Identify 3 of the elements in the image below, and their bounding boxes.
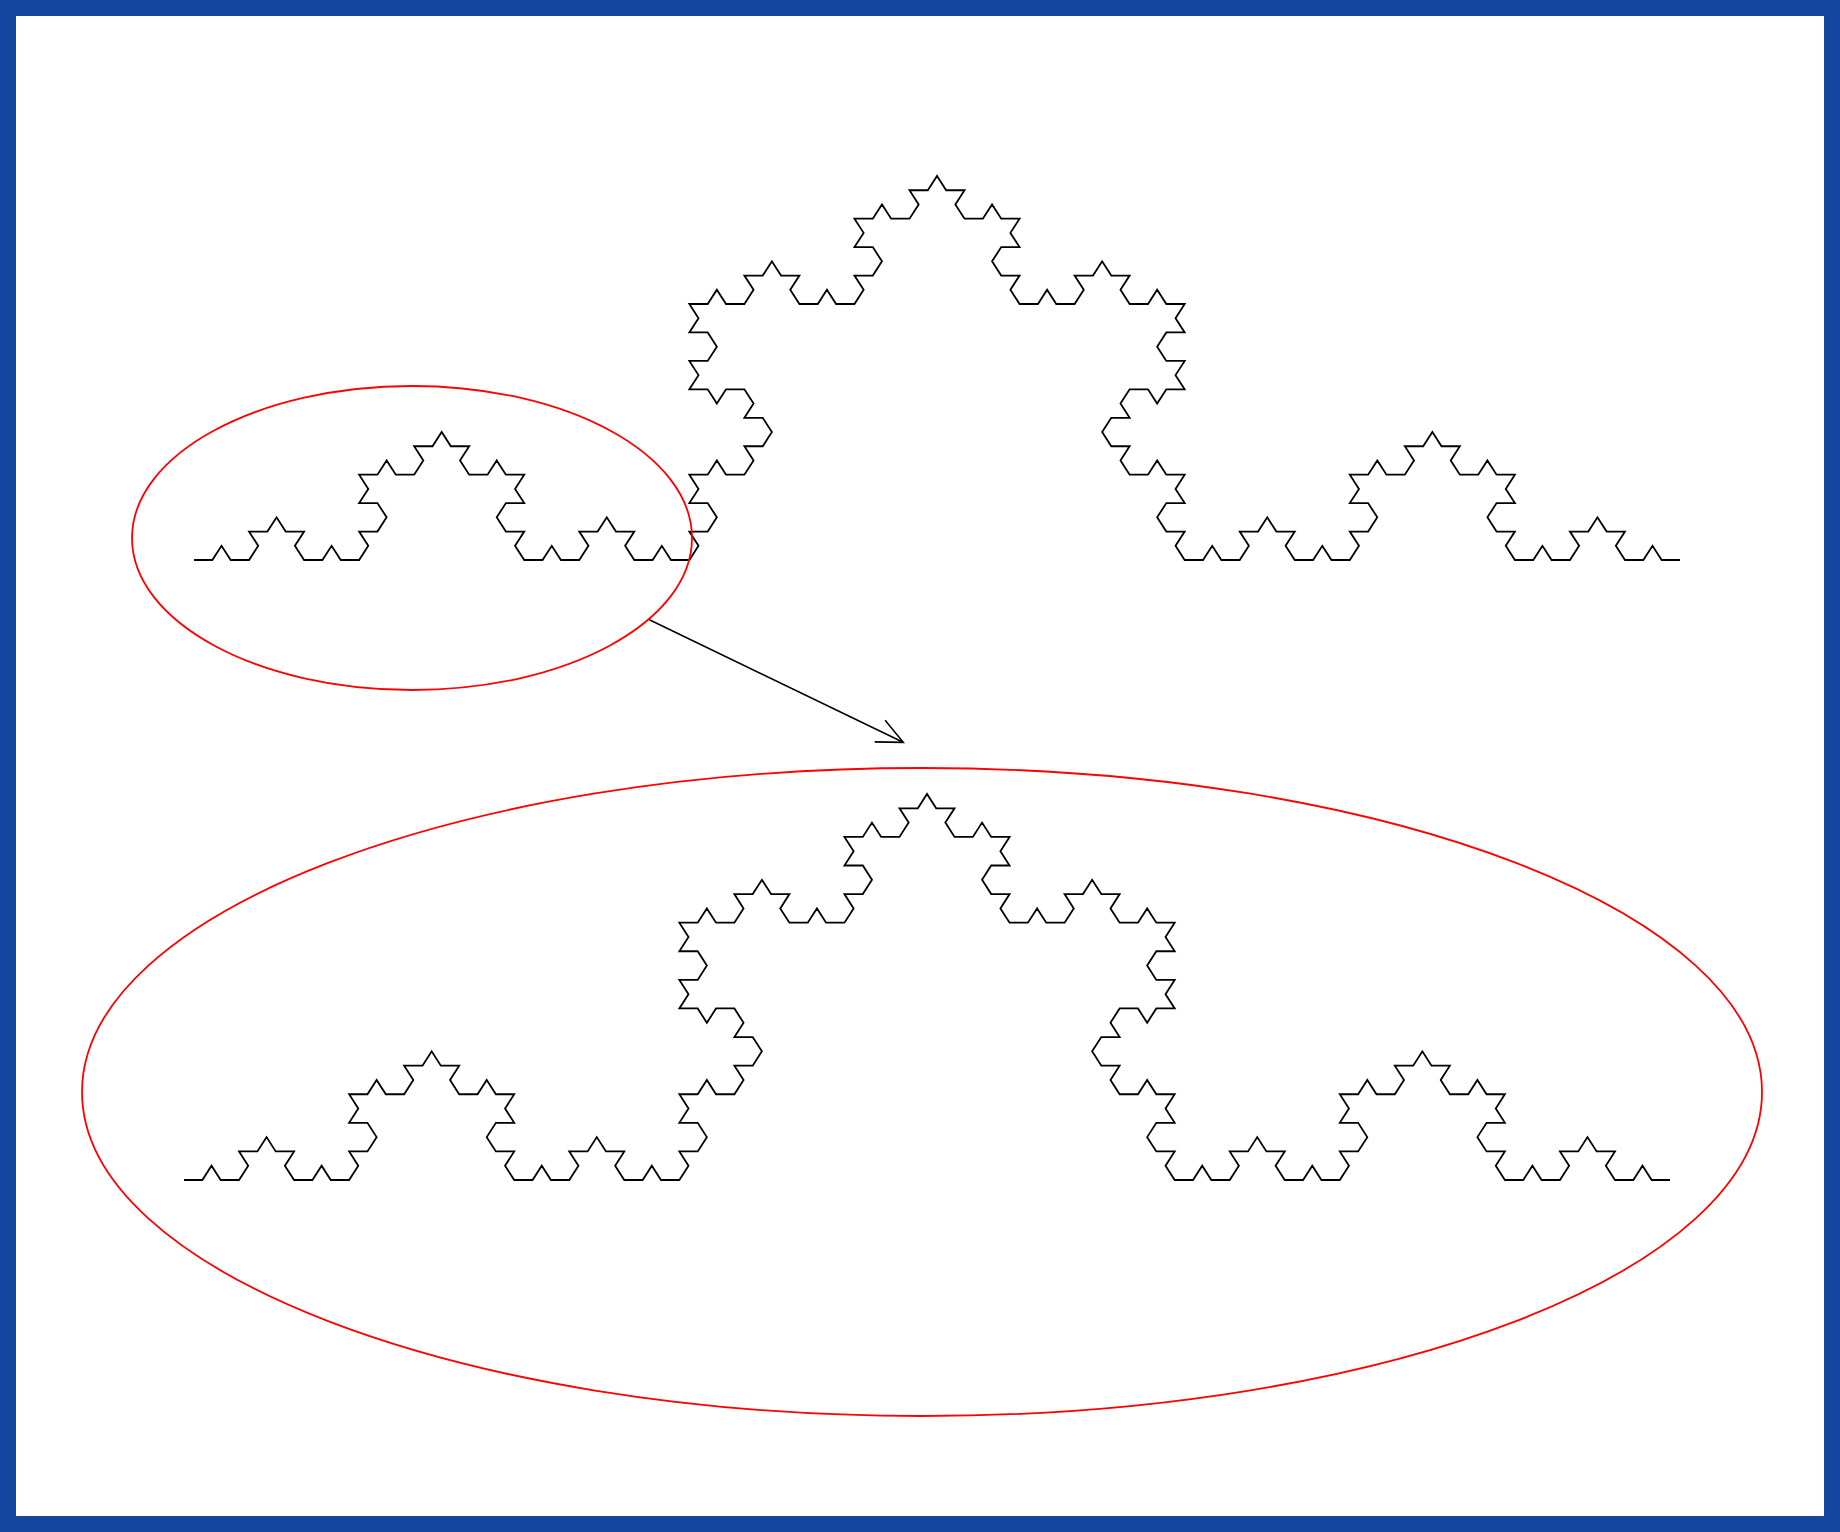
arrow: [648, 618, 906, 744]
ellipse: [81, 767, 1763, 1417]
ellipse: [131, 385, 693, 691]
